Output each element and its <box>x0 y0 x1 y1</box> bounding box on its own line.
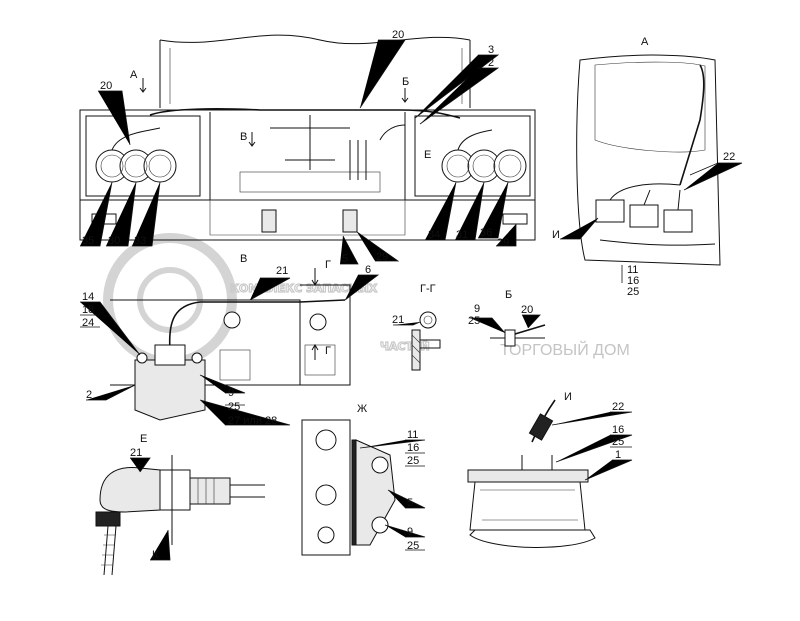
callout-5-zh: 5 <box>407 497 413 509</box>
view-b: Б 9 25 20 <box>468 289 546 347</box>
callout-33: 33 <box>134 235 146 247</box>
view-b-arrow-label: Б <box>402 76 409 88</box>
callout-9-v: 9 <box>228 387 234 399</box>
callout-20-left: 20 <box>100 80 112 92</box>
view-i-arrow-label: И <box>552 229 560 241</box>
callout-21-gg: 21 <box>392 314 404 326</box>
callout-21-v: 21 <box>276 265 288 277</box>
callout-18: 18 <box>82 304 94 316</box>
view-e-title: Е <box>140 433 147 445</box>
view-a: А 22 И 11 16 25 <box>552 36 743 298</box>
view-i-title: И <box>564 391 572 403</box>
watermark-line3: ТОРГОВЫЙ ДОМ <box>500 340 630 359</box>
callout-5-top: 5 <box>342 253 348 265</box>
view-zh-title: Ж <box>357 403 367 415</box>
callout-2-top: 2 <box>488 57 494 69</box>
callout-24: 24 <box>82 317 94 329</box>
callout-25-zh-bottom: 25 <box>407 540 419 552</box>
labels-main: 20 3 2 А Б В Е 20 35 30 33 34 31 36 29 2… <box>82 29 509 265</box>
callout-11-a: 11 <box>627 264 638 276</box>
callout-34: 34 <box>428 229 440 241</box>
callout-25-i: 25 <box>612 436 624 448</box>
callout-6: 6 <box>365 264 371 276</box>
callout-3: 3 <box>488 44 494 56</box>
view-gg-title: Г-Г <box>420 283 436 295</box>
callout-9-b: 9 <box>474 303 480 315</box>
callout-22-a: 22 <box>723 151 735 163</box>
view-v: В 21 Г Г 6 14 18 24 2 9 25 27 или 28 <box>80 253 380 427</box>
rear-view-assembly <box>79 34 536 241</box>
callout-16-i: 16 <box>612 424 624 436</box>
callout-21-e: 21 <box>130 447 142 459</box>
view-i: И 22 16 25 1 <box>467 391 633 548</box>
leaders-main <box>80 39 517 265</box>
view-e: Е 21 К <box>95 433 265 576</box>
callout-25-zh-top: 25 <box>407 455 419 467</box>
callout-29-right: 29 <box>497 237 509 249</box>
callout-25-a: 25 <box>627 286 639 298</box>
callout-29-center: 29 <box>376 251 388 263</box>
callout-30: 30 <box>108 235 120 247</box>
callout-36: 36 <box>480 227 492 239</box>
callout-14: 14 <box>82 291 94 303</box>
view-b-title: Б <box>505 289 512 301</box>
watermark-line2: ЧАСТЕЙ <box>380 340 430 353</box>
view-v-title: В <box>240 253 247 265</box>
view-zh: Ж 11 16 25 5 9 25 <box>301 403 426 556</box>
callout-1: 1 <box>615 449 621 461</box>
callout-22-i: 22 <box>612 401 624 413</box>
view-a-title: А <box>641 36 649 48</box>
callout-25-v: 25 <box>228 401 240 413</box>
callout-16-a: 16 <box>627 275 639 287</box>
view-g-arrow-bottom: Г <box>325 345 331 357</box>
view-e-arrow-label: Е <box>424 149 431 161</box>
callout-20-b: 20 <box>521 304 533 316</box>
callout-11-zh: 11 <box>407 429 418 441</box>
section-g-g: Г-Г 21 <box>392 283 441 371</box>
view-k-label: К <box>152 549 159 561</box>
callout-20-top: 20 <box>392 29 404 41</box>
view-v-arrow-label: В <box>240 131 247 143</box>
callout-16-zh: 16 <box>407 442 419 454</box>
view-g-arrow-top: Г <box>325 259 331 271</box>
callout-2-v: 2 <box>86 389 92 401</box>
callout-25-b: 25 <box>468 315 480 327</box>
callout-31: 31 <box>456 229 468 241</box>
view-a-arrow-label: А <box>130 69 138 81</box>
callout-35: 35 <box>82 235 94 247</box>
callout-9-zh: 9 <box>407 526 413 538</box>
callout-27-or-28: 27 или 28 <box>228 415 277 427</box>
